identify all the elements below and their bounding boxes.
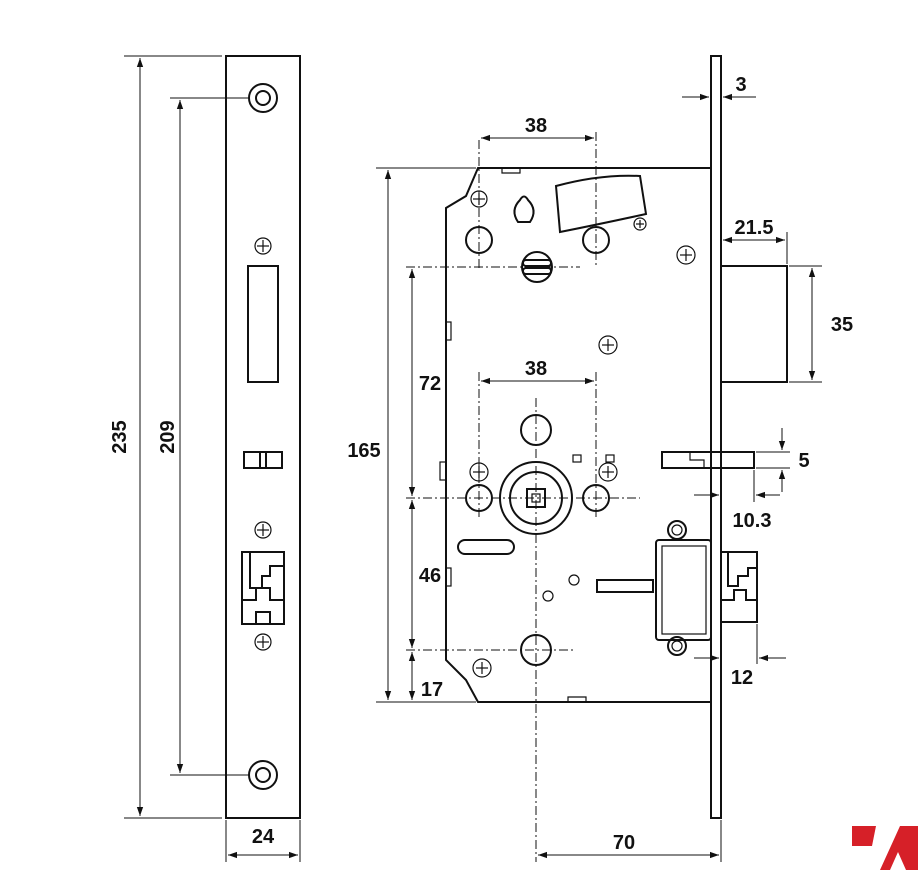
- dimension-case-height: 165: [347, 167, 476, 703]
- faceplate-front-view: [225, 55, 301, 819]
- keyhole-slot: [513, 195, 535, 223]
- lock-case-outline: [445, 167, 711, 703]
- faceplate-bottom-screw-hole: [248, 760, 278, 790]
- case-screw-icon: [472, 658, 492, 678]
- case-screw-icon: [598, 335, 618, 355]
- dimension-top-centers: 38: [481, 115, 594, 142]
- dimension-auxiliary-height: 5: [756, 428, 810, 492]
- dim-label-24: 24: [252, 826, 275, 848]
- dim-label-165: 165: [347, 440, 380, 462]
- deadbolt-body: [655, 520, 712, 656]
- latch-bolt-mechanism: [554, 174, 648, 234]
- dimension-backset: 70: [538, 820, 722, 862]
- faceplate-screw-icon: [254, 237, 272, 255]
- dimension-latch-projection: 21.5: [723, 217, 788, 264]
- small-hole: [542, 590, 554, 602]
- lock-case-side-view: [439, 167, 712, 703]
- dim-label-38-mid: 38: [525, 358, 547, 380]
- dimension-overall-height: 235: [109, 55, 222, 819]
- square-notch: [605, 454, 615, 463]
- auxiliary-latch: [661, 451, 755, 469]
- dim-label-5: 5: [798, 450, 809, 472]
- dim-label-3: 3: [735, 74, 746, 96]
- dimension-cylinder-to-bottom: 17: [408, 652, 443, 701]
- auxiliary-latch-opening: [243, 451, 283, 469]
- case-screw-icon: [598, 462, 618, 482]
- dim-label-10-3: 10.3: [733, 510, 772, 532]
- latch-opening: [247, 265, 279, 383]
- faceplate-screw-icon: [254, 633, 272, 651]
- brand-logo: [852, 826, 918, 870]
- dimension-faceplate-thickness: 3: [682, 74, 756, 101]
- dim-label-12: 12: [731, 667, 753, 689]
- dimension-deadbolt-projection: 12: [694, 624, 786, 689]
- dim-label-21-5: 21.5: [735, 217, 774, 239]
- dim-label-70: 70: [613, 832, 635, 854]
- dim-label-38-top: 38: [525, 115, 547, 137]
- dimension-screw-spacing: 209: [157, 97, 250, 776]
- faceplate-side-edge: [710, 55, 722, 819]
- dimension-mid-centers: 38: [481, 358, 594, 385]
- dim-label-35: 35: [831, 314, 853, 336]
- dimension-faceplate-width: 24: [225, 820, 301, 862]
- dim-label-209: 209: [157, 420, 179, 453]
- deadbolt-projection: [720, 551, 758, 623]
- faceplate-screw-icon: [254, 521, 272, 539]
- dimension-follower-to-cylinder: 46: [408, 500, 441, 648]
- deadbolt-opening: [241, 551, 285, 625]
- faceplate-outline: [225, 55, 301, 819]
- lever-bar: [596, 579, 654, 593]
- small-hole: [568, 574, 580, 586]
- faceplate-top-screw-hole: [248, 83, 278, 113]
- centerlines: [406, 132, 640, 862]
- latch-bolt: [720, 265, 788, 383]
- slot-opening: [457, 539, 515, 555]
- dim-label-17: 17: [421, 679, 443, 701]
- dim-label-46: 46: [419, 565, 441, 587]
- dimension-latch-height: 35: [789, 265, 853, 383]
- dim-label-72: 72: [419, 373, 441, 395]
- dimension-auxiliary-offset: 10.3: [694, 470, 780, 532]
- dimension-follower-to-top: 72: [408, 269, 441, 496]
- case-screw-icon: [676, 245, 696, 265]
- dim-label-235: 235: [109, 420, 131, 453]
- square-notch: [572, 454, 582, 463]
